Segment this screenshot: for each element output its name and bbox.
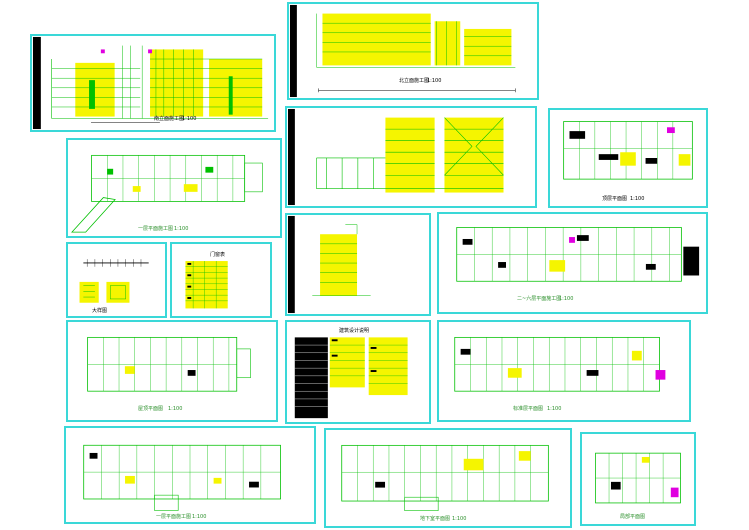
sheet-title: 建筑设计说明 (339, 328, 370, 334)
sheet-title: 地下室平面图 (420, 516, 451, 522)
sheet-title: 南立面施工图 (154, 116, 185, 122)
sheet-north-elevation[interactable]: 北立面施工图 1:100 (287, 2, 539, 100)
north-elevation-drawing (289, 4, 516, 98)
standard-floor-plan-drawing (454, 336, 666, 392)
sheet-scale: 1:100 (192, 514, 207, 520)
sheet-roof-plan[interactable]: 屋顶平面图 1:100 (66, 320, 278, 422)
sheet-scale: 1:100 (182, 116, 197, 122)
south-elevation-drawing (32, 36, 269, 130)
schedule-table (185, 261, 228, 309)
sheet-scale: 1:100 (630, 196, 645, 202)
section-drawing (287, 108, 504, 206)
sheet-title: 一层平面施工图 (138, 226, 174, 232)
sheet-title: 北立面施工图 (399, 78, 430, 84)
sheet-title: 二~六层平面施工图 (517, 296, 562, 302)
sheet-top-floor-plan[interactable]: 顶层平面图 1:100 (548, 108, 708, 208)
first-floor-plan-drawing (71, 154, 263, 233)
partial-plan-drawing (595, 452, 681, 504)
roof-plan-drawing (87, 336, 251, 392)
sheet-scale: 1:100 (427, 78, 442, 84)
sheet-standard-floor-plan[interactable]: 标准层平面图 1:100 (437, 320, 691, 422)
typical-floor-plan-drawing (456, 227, 700, 282)
sheet-title: 门窗表 (210, 252, 226, 258)
sheet-title: 顶层平面图 (602, 196, 628, 202)
sheet-scale: 1:100 (452, 516, 467, 522)
sheet-title: 一层平面施工图 (156, 514, 192, 520)
sheet-scale: 1:100 (174, 226, 189, 232)
sheet-scale: 1:100 (547, 406, 562, 412)
sheet-detail[interactable]: 大样图 (66, 242, 167, 318)
sheet-first-floor-plan[interactable]: 一层平面施工图 1:100 (66, 138, 282, 238)
sheet-door-window-schedule[interactable]: 门窗表 (170, 242, 272, 318)
side-elevation-drawing (287, 215, 371, 314)
detail-drawing (79, 259, 149, 303)
sheet-side-elevation[interactable] (285, 213, 431, 316)
top-floor-plan-drawing (563, 121, 693, 180)
design-notes-table (294, 337, 408, 419)
sheet-ground-floor-plan[interactable]: 一层平面施工图 1:100 (64, 426, 316, 524)
sheet-basement-plan[interactable]: 地下室平面图 1:100 (324, 428, 572, 528)
sheet-section[interactable] (285, 106, 537, 208)
basement-plan-drawing (341, 444, 549, 511)
sheet-title: 屋顶平面图 (138, 406, 164, 412)
sheet-south-elevation[interactable]: 南立面施工图 1:100 (30, 34, 276, 132)
ground-floor-plan-drawing (83, 444, 281, 511)
sheet-title: 标准层平面图 (513, 406, 544, 412)
sheet-scale: 1:100 (168, 406, 183, 412)
sheet-typical-floor-plan[interactable]: 二~六层平面施工图 1:100 (437, 212, 708, 314)
sheet-partial-plan[interactable]: 局部平面图 (580, 432, 696, 526)
sheet-title: 局部平面图 (620, 514, 646, 520)
sheet-design-notes[interactable]: 建筑设计说明 (285, 320, 431, 424)
sheet-scale: 1:100 (559, 296, 574, 302)
sheet-title: 大样图 (92, 308, 108, 314)
